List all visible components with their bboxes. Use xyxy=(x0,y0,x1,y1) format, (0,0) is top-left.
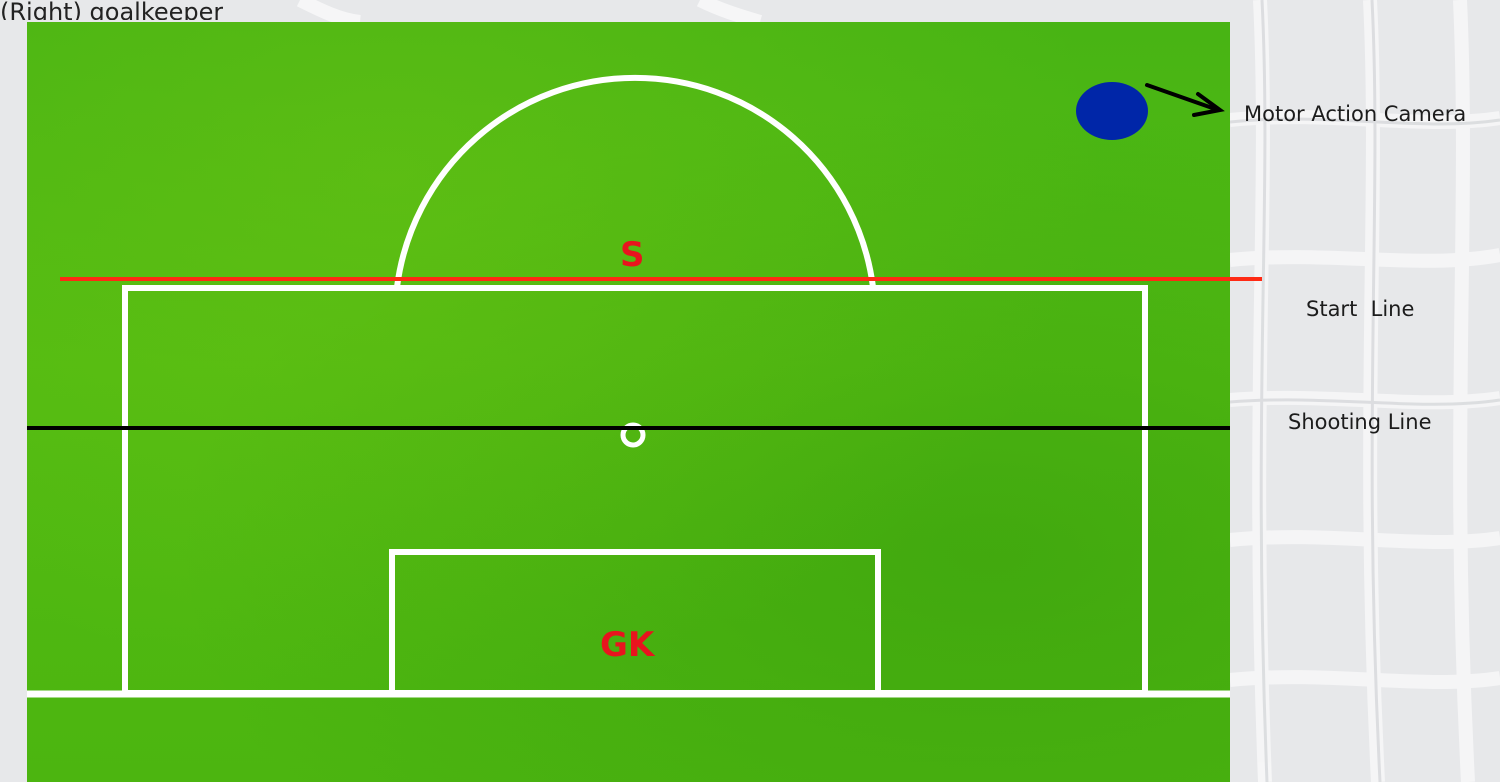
goal-area-box xyxy=(392,552,878,693)
camera-label: Motor Action Camera xyxy=(1244,104,1466,125)
shooting-line-label: Shooting Line xyxy=(1288,412,1431,433)
goalkeeper-marker-label: GK xyxy=(600,628,654,662)
start-marker-label: S xyxy=(620,238,645,272)
camera-marker xyxy=(1076,82,1148,140)
start-line-label: Start Line xyxy=(1306,299,1414,320)
camera-arrow xyxy=(1147,85,1220,115)
